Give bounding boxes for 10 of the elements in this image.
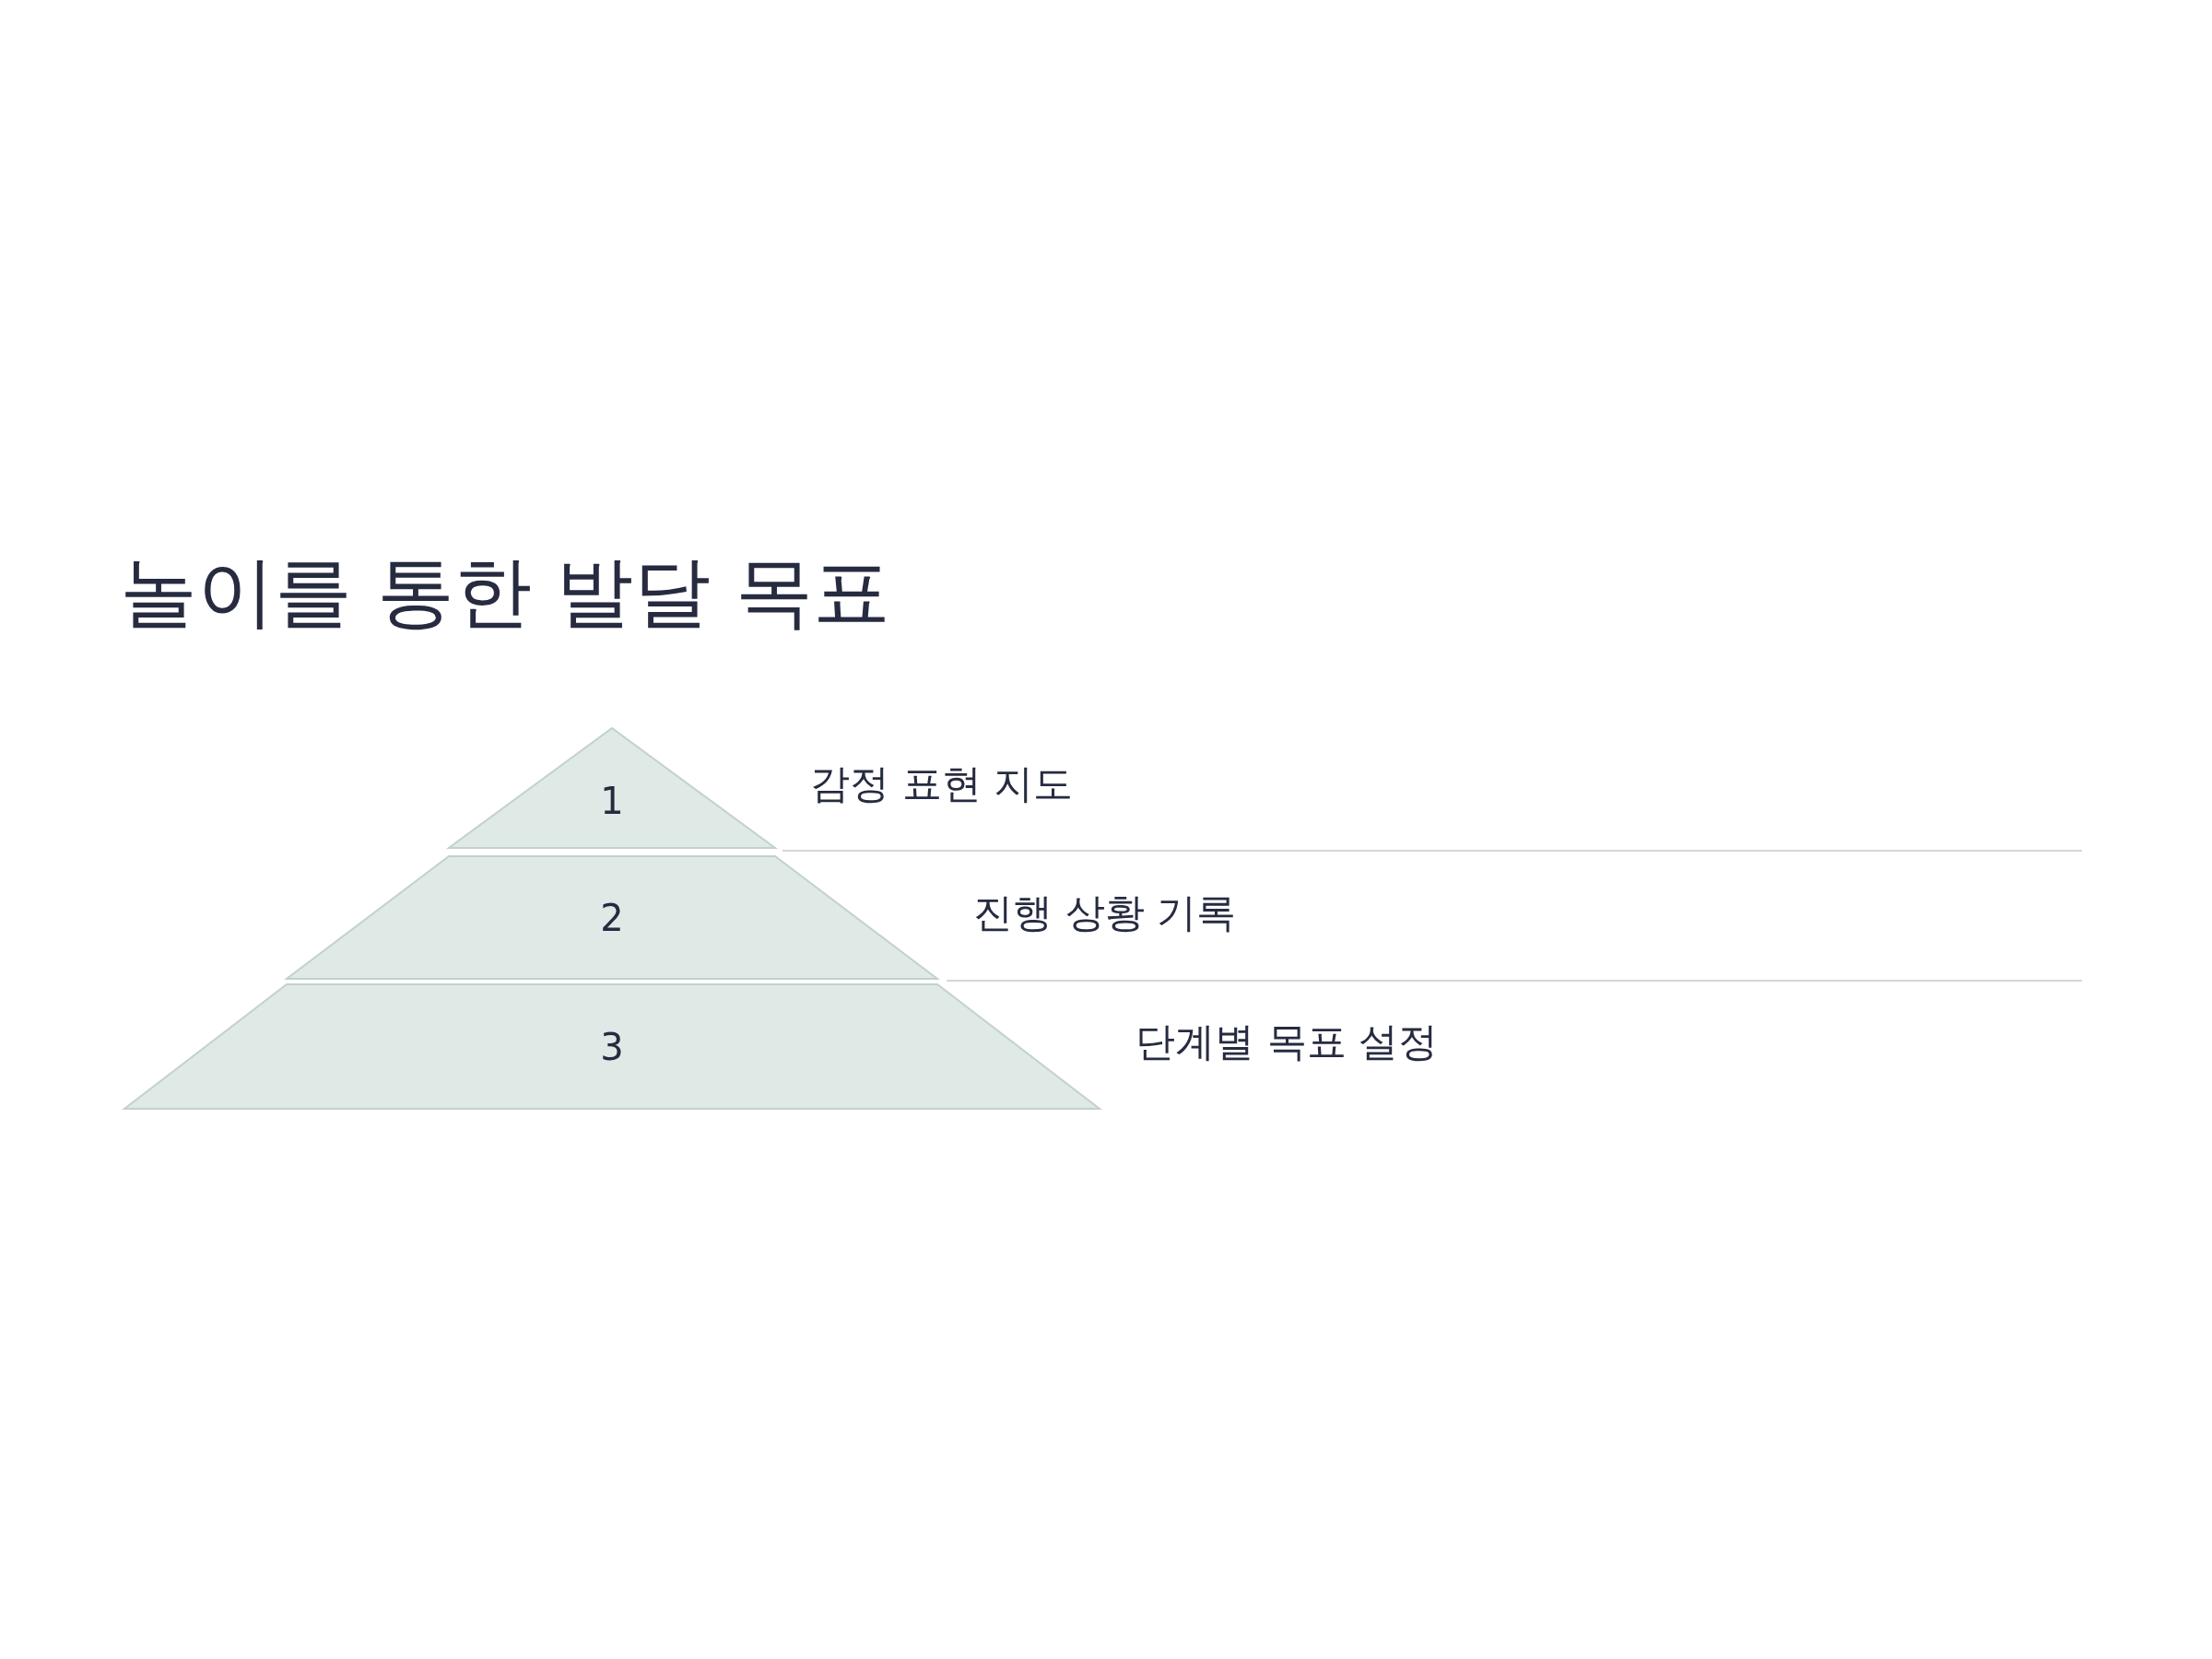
title: 놀이를 통한 발달 목표 [120, 546, 891, 639]
tier-label: 진행 상황 기록 [973, 888, 1237, 937]
tier-label: 단계별 목표 설정 [1135, 1017, 1439, 1066]
tier-label: 감정 표현 지도 [810, 759, 1074, 808]
tier-number: 3 [600, 1025, 624, 1068]
pyramid-tier [449, 727, 775, 848]
tier-number: 2 [600, 896, 624, 939]
pyramid-tier [124, 984, 1100, 1109]
tier-number: 1 [600, 780, 624, 822]
pyramid-tier [287, 856, 937, 979]
